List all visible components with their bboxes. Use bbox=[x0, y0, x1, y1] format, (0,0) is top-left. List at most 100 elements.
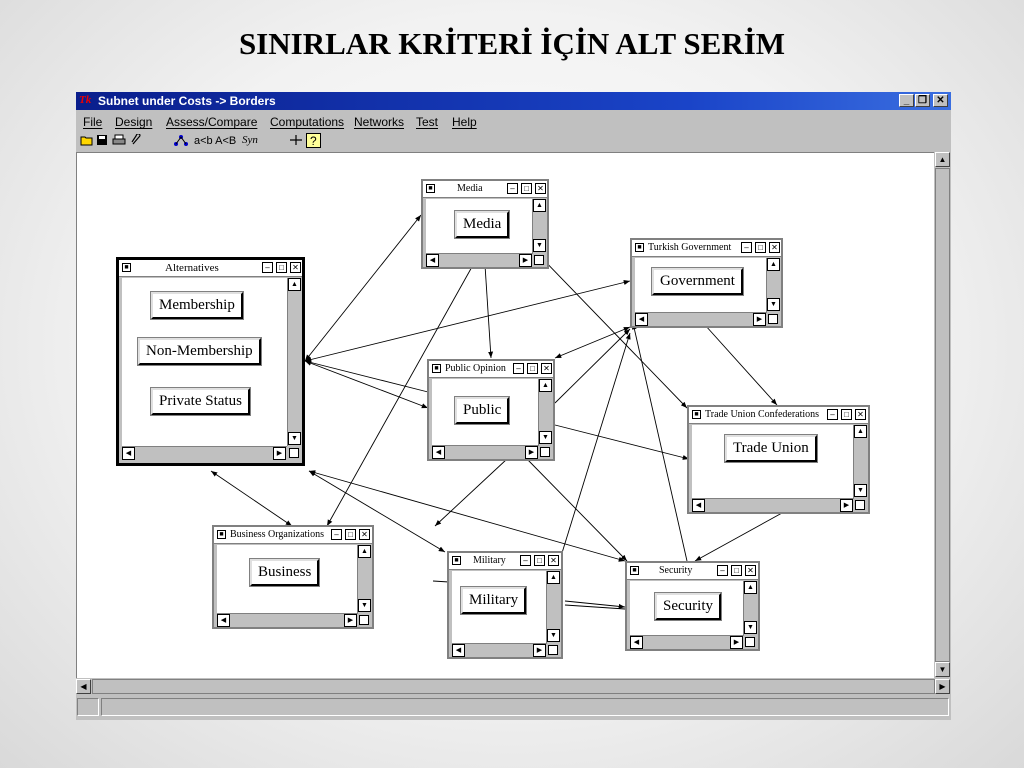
node-hscroll[interactable]: ◀ ▶ bbox=[426, 253, 533, 267]
node-hscroll[interactable]: ◀ ▶ bbox=[630, 635, 744, 649]
menu-networks[interactable]: Networks bbox=[354, 115, 405, 129]
node-minimize-button[interactable]: – bbox=[331, 529, 342, 540]
scroll-down-arrow-icon[interactable]: ▼ bbox=[533, 239, 546, 252]
scroll-left-arrow-icon[interactable]: ◀ bbox=[432, 446, 445, 459]
scroll-down-arrow-icon[interactable]: ▼ bbox=[539, 431, 552, 444]
node-public[interactable]: ■ Public Opinion – □ ✕ ▲ ▼ ◀ ▶ Public bbox=[427, 359, 555, 461]
node-close-button[interactable]: ✕ bbox=[548, 555, 559, 566]
resize-grip[interactable] bbox=[855, 500, 865, 510]
resize-grip[interactable] bbox=[534, 255, 544, 265]
system-menu-icon[interactable]: ■ bbox=[217, 530, 226, 539]
scroll-left-arrow-icon[interactable]: ◀ bbox=[635, 313, 648, 326]
network-icon[interactable] bbox=[173, 134, 189, 149]
scroll-down-arrow-icon[interactable]: ▼ bbox=[935, 662, 950, 677]
node-close-button[interactable]: ✕ bbox=[535, 183, 546, 194]
node-business-titlebar[interactable]: ■ Business Organizations – □ ✕ bbox=[214, 527, 372, 544]
menu-design[interactable]: Design bbox=[115, 115, 153, 129]
criterion-business[interactable]: Business bbox=[248, 558, 321, 587]
node-vscroll[interactable]: ▲ ▼ bbox=[743, 581, 758, 635]
alternative-private-status[interactable]: Private Status bbox=[150, 387, 251, 416]
system-menu-icon[interactable]: ■ bbox=[432, 364, 441, 373]
help-icon[interactable]: ? bbox=[306, 133, 321, 151]
node-maximize-button[interactable]: □ bbox=[276, 262, 287, 273]
network-canvas[interactable]: ■ Media – □ ✕ ▲ ▼ ◀ ▶ Media ■ Turkish Go… bbox=[76, 152, 934, 678]
resize-grip[interactable] bbox=[289, 448, 299, 458]
node-security-titlebar[interactable]: ■ Security – □ ✕ bbox=[627, 563, 758, 580]
node-maximize-button[interactable]: □ bbox=[534, 555, 545, 566]
scroll-left-arrow-icon[interactable]: ◀ bbox=[217, 614, 230, 627]
node-military-titlebar[interactable]: ■ Military – □ ✕ bbox=[449, 553, 561, 570]
menu-test[interactable]: Test bbox=[416, 115, 439, 129]
node-close-button[interactable]: ✕ bbox=[745, 565, 756, 576]
node-security[interactable]: ■ Security – □ ✕ ▲ ▼ ◀ ▶ Security bbox=[625, 561, 760, 651]
close-button[interactable]: ✕ bbox=[933, 94, 948, 107]
node-maximize-button[interactable]: □ bbox=[755, 242, 766, 253]
node-trade-union-titlebar[interactable]: ■ Trade Union Confederations – □ ✕ bbox=[689, 407, 868, 424]
alternative-non-membership[interactable]: Non-Membership bbox=[137, 337, 262, 366]
resize-grip[interactable] bbox=[359, 615, 369, 625]
node-close-button[interactable]: ✕ bbox=[290, 262, 301, 273]
pin-icon[interactable] bbox=[289, 134, 303, 149]
system-menu-icon[interactable]: ■ bbox=[630, 566, 639, 575]
node-hscroll[interactable]: ◀ ▶ bbox=[452, 643, 547, 657]
scroll-up-arrow-icon[interactable]: ▲ bbox=[533, 199, 546, 212]
node-maximize-button[interactable]: □ bbox=[731, 565, 742, 576]
node-minimize-button[interactable]: – bbox=[262, 262, 273, 273]
scroll-right-arrow-icon[interactable]: ▶ bbox=[273, 447, 286, 460]
node-military[interactable]: ■ Military – □ ✕ ▲ ▼ ◀ ▶ Military bbox=[447, 551, 563, 659]
node-close-button[interactable]: ✕ bbox=[769, 242, 780, 253]
node-vscroll[interactable]: ▲ ▼ bbox=[532, 199, 547, 253]
criterion-media[interactable]: Media bbox=[453, 210, 511, 239]
node-maximize-button[interactable]: □ bbox=[345, 529, 356, 540]
scroll-up-arrow-icon[interactable]: ▲ bbox=[935, 152, 950, 167]
scroll-left-arrow-icon[interactable]: ◀ bbox=[122, 447, 135, 460]
scroll-down-arrow-icon[interactable]: ▼ bbox=[358, 599, 371, 612]
scroll-left-arrow-icon[interactable]: ◀ bbox=[426, 254, 439, 267]
print-icon[interactable] bbox=[112, 134, 126, 149]
alternative-membership[interactable]: Membership bbox=[150, 291, 244, 320]
node-hscroll[interactable]: ◀ ▶ bbox=[635, 312, 767, 326]
system-menu-icon[interactable]: ■ bbox=[122, 263, 131, 272]
scroll-right-arrow-icon[interactable]: ▶ bbox=[519, 254, 532, 267]
scroll-right-arrow-icon[interactable]: ▶ bbox=[730, 636, 743, 649]
scroll-down-arrow-icon[interactable]: ▼ bbox=[744, 621, 757, 634]
node-vscroll[interactable]: ▲ ▼ bbox=[766, 258, 781, 312]
scroll-left-arrow-icon[interactable]: ◀ bbox=[692, 499, 705, 512]
scroll-down-arrow-icon[interactable]: ▼ bbox=[854, 484, 867, 497]
scroll-right-arrow-icon[interactable]: ▶ bbox=[344, 614, 357, 627]
node-business[interactable]: ■ Business Organizations – □ ✕ ▲ ▼ ◀ ▶ B… bbox=[212, 525, 374, 629]
node-vscroll[interactable]: ▲ ▼ bbox=[546, 571, 561, 643]
node-minimize-button[interactable]: – bbox=[513, 363, 524, 374]
node-maximize-button[interactable]: □ bbox=[527, 363, 538, 374]
scroll-right-arrow-icon[interactable]: ▶ bbox=[840, 499, 853, 512]
canvas-horizontal-scrollbar[interactable]: ◀ ▶ bbox=[76, 678, 951, 695]
node-media[interactable]: ■ Media – □ ✕ ▲ ▼ ◀ ▶ Media bbox=[421, 179, 549, 269]
scroll-down-arrow-icon[interactable]: ▼ bbox=[288, 432, 301, 445]
open-folder-icon[interactable] bbox=[80, 134, 94, 149]
window-titlebar[interactable]: Tk Subnet under Costs -> Borders _ ❐ ✕ bbox=[76, 92, 951, 110]
node-alternatives-titlebar[interactable]: ■ Alternatives – □ ✕ bbox=[119, 260, 302, 277]
node-vscroll[interactable]: ▲ ▼ bbox=[538, 379, 553, 445]
resize-grip[interactable] bbox=[768, 314, 778, 324]
criterion-government[interactable]: Government bbox=[651, 267, 744, 296]
node-vscroll[interactable]: ▲ ▼ bbox=[853, 425, 868, 498]
menu-assess-compare[interactable]: Assess/Compare bbox=[166, 115, 258, 129]
node-close-button[interactable]: ✕ bbox=[541, 363, 552, 374]
scroll-up-arrow-icon[interactable]: ▲ bbox=[539, 379, 552, 392]
minimize-button[interactable]: _ bbox=[899, 94, 914, 107]
scroll-down-arrow-icon[interactable]: ▼ bbox=[767, 298, 780, 311]
menu-file[interactable]: File bbox=[83, 115, 103, 129]
node-maximize-button[interactable]: □ bbox=[841, 409, 852, 420]
resize-grip[interactable] bbox=[745, 637, 755, 647]
menu-computations[interactable]: Computations bbox=[270, 115, 345, 129]
scroll-track[interactable] bbox=[935, 168, 950, 662]
node-hscroll[interactable]: ◀ ▶ bbox=[122, 446, 287, 460]
node-vscroll[interactable]: ▲ ▼ bbox=[287, 278, 302, 446]
resize-grip[interactable] bbox=[540, 447, 550, 457]
criterion-trade-union[interactable]: Trade Union bbox=[724, 434, 818, 463]
node-vscroll[interactable]: ▲ ▼ bbox=[357, 545, 372, 613]
compare-label[interactable]: a<b A<B bbox=[194, 135, 237, 147]
paperclip-icon[interactable] bbox=[130, 133, 142, 149]
scroll-up-arrow-icon[interactable]: ▲ bbox=[744, 581, 757, 594]
node-public-titlebar[interactable]: ■ Public Opinion – □ ✕ bbox=[429, 361, 553, 378]
